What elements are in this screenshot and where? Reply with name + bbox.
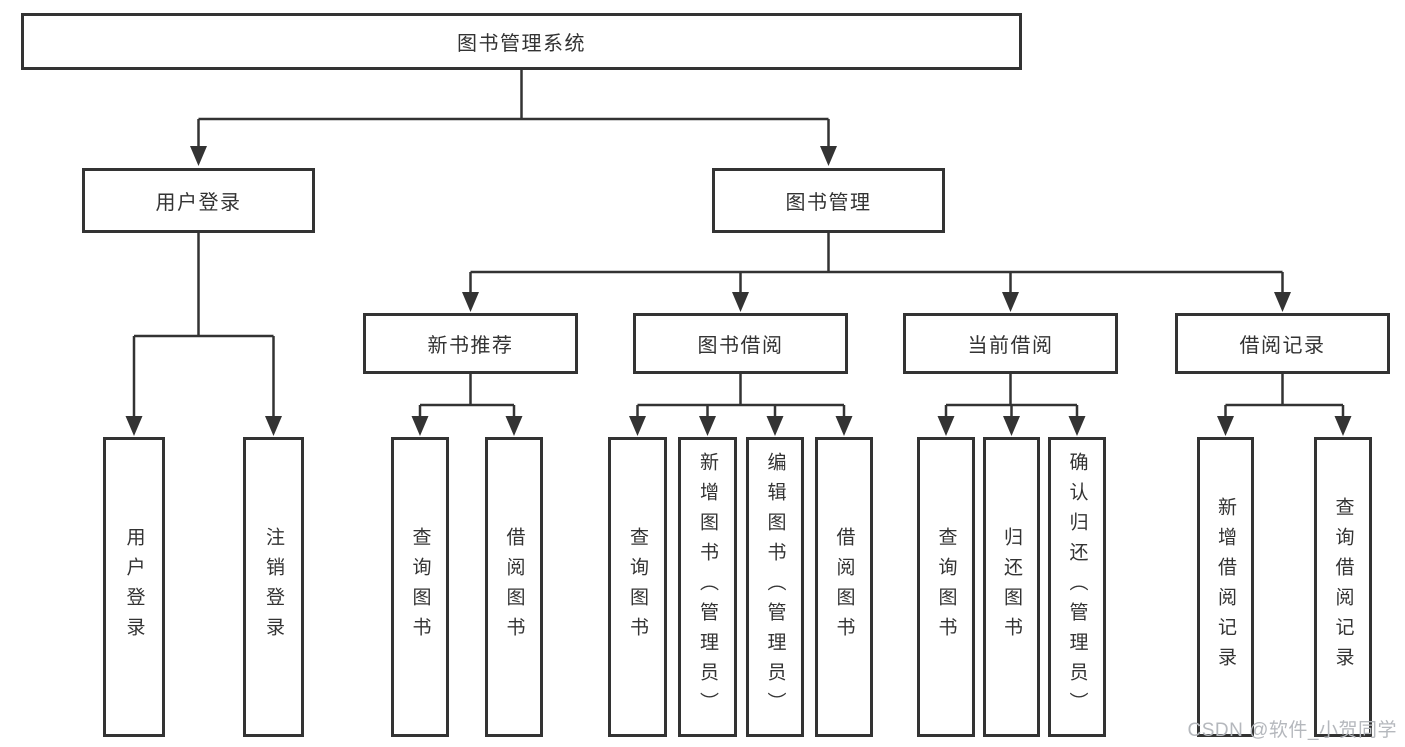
node-label: 借阅图书	[503, 527, 525, 647]
node-new-book-recommend: 新书推荐	[363, 313, 578, 374]
node-label: 编辑图书（管理员）	[764, 452, 786, 722]
leaf-query-books-current: 查询图书	[917, 437, 975, 737]
node-label: 借阅记录	[1239, 335, 1326, 357]
node-label: 注销登录	[263, 527, 284, 647]
node-label: 用户登录	[123, 527, 145, 647]
node-label: 新书推荐	[427, 335, 514, 357]
leaf-edit-books-admin: 编辑图书（管理员）	[746, 437, 804, 737]
leaf-query-books-borrowing: 查询图书	[608, 437, 667, 737]
leaf-add-books-admin: 新增图书（管理员）	[678, 437, 737, 737]
node-book-borrowing: 图书借阅	[633, 313, 848, 374]
node-borrowing-records: 借阅记录	[1175, 313, 1390, 374]
node-label: 新增借阅记录	[1215, 497, 1236, 677]
leaf-user-login: 用户登录	[103, 437, 165, 737]
leaf-add-borrow-record: 新增借阅记录	[1197, 437, 1254, 737]
leaf-query-borrow-record: 查询借阅记录	[1314, 437, 1372, 737]
node-book-management-branch: 图书管理	[712, 168, 945, 233]
leaf-logout: 注销登录	[243, 437, 304, 737]
node-label: 查询图书	[627, 527, 648, 647]
node-label: 图书管理	[785, 192, 872, 214]
node-root-system: 图书管理系统	[21, 13, 1022, 70]
leaf-borrow-books-borrowing: 借阅图书	[815, 437, 873, 737]
leaf-confirm-return-admin: 确认归还（管理员）	[1048, 437, 1106, 737]
node-user-login-branch: 用户登录	[82, 168, 315, 233]
node-label: 用户登录	[155, 192, 242, 214]
node-current-borrowing: 当前借阅	[903, 313, 1118, 374]
node-label: 归还图书	[1001, 527, 1022, 647]
node-label: 确认归还（管理员）	[1066, 452, 1088, 722]
node-label: 借阅图书	[833, 527, 855, 647]
csdn-watermark: CSDN @软件_小贺同学	[1187, 720, 1397, 741]
leaf-query-books-recommend: 查询图书	[391, 437, 449, 737]
leaf-borrow-books-recommend: 借阅图书	[485, 437, 543, 737]
node-label: 查询借阅记录	[1332, 497, 1354, 677]
node-label: 当前借阅	[967, 335, 1054, 357]
node-label: 查询图书	[935, 527, 957, 647]
leaf-return-books: 归还图书	[983, 437, 1040, 737]
node-label: 图书借阅	[697, 335, 784, 357]
node-label: 图书管理系统	[457, 33, 586, 55]
node-label: 新增图书（管理员）	[697, 452, 718, 722]
node-label: 查询图书	[409, 527, 431, 647]
